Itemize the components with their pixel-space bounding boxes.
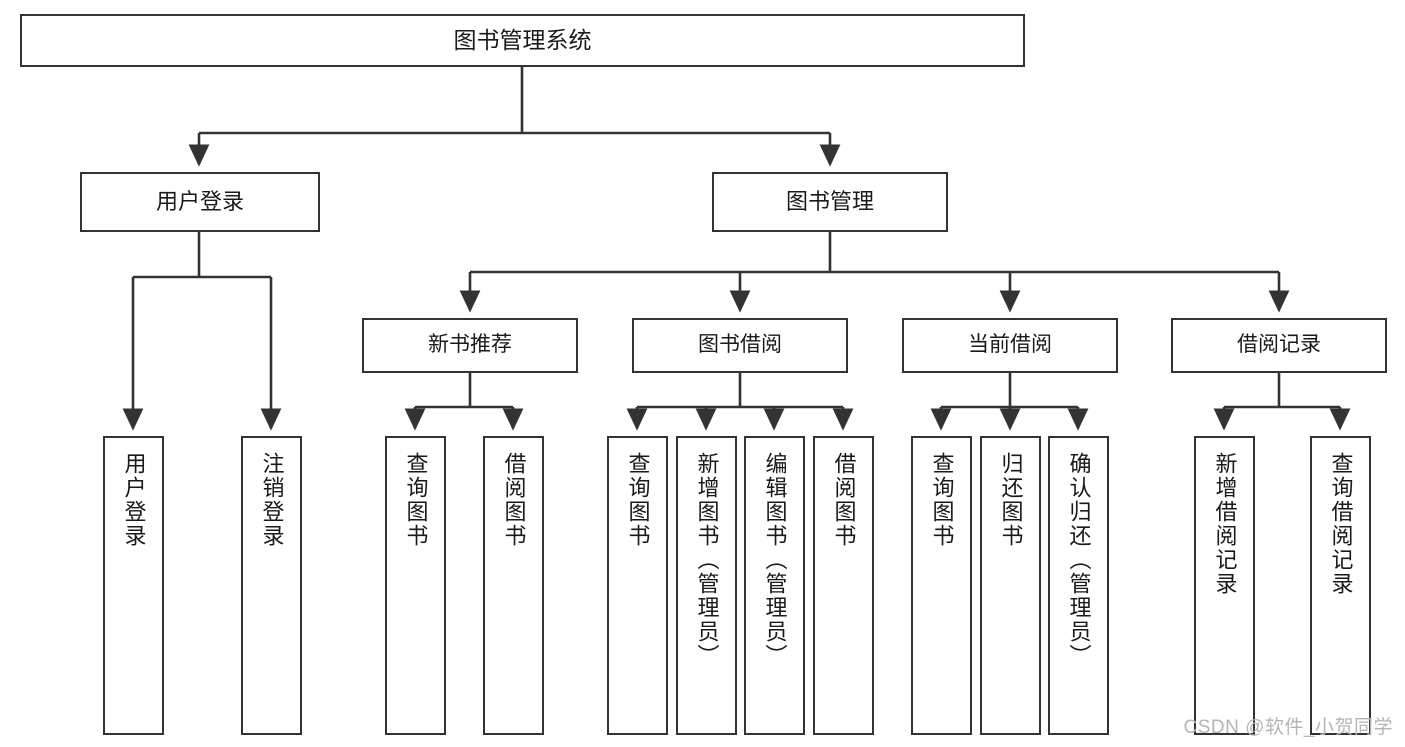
node-leaf-user-login-label: 用户登录 [121,452,147,548]
node-book-borrow-label: 图书借阅 [698,333,782,357]
node-user-login[interactable]: 用户登录 [80,172,320,232]
node-leaf-query-book-2[interactable]: 查询图书 [607,436,668,735]
node-leaf-borrow-book-2[interactable]: 借阅图书 [813,436,874,735]
node-new-book-recommend-label: 新书推荐 [428,333,512,357]
node-book-borrow[interactable]: 图书借阅 [632,318,848,373]
node-leaf-borrow-book-1-label: 借阅图书 [501,452,527,548]
node-borrow-record-label: 借阅记录 [1237,333,1321,357]
node-leaf-query-book-3-label: 查询图书 [929,452,955,548]
node-leaf-borrow-book-1[interactable]: 借阅图书 [483,436,544,735]
node-root-label: 图书管理系统 [453,27,592,54]
node-root-book-management-system[interactable]: 图书管理系统 [20,14,1025,67]
csdn-watermark: CSDN @软件_小贺同学 [1183,717,1393,738]
node-current-borrow[interactable]: 当前借阅 [902,318,1118,373]
node-leaf-query-record[interactable]: 查询借阅记录 [1310,436,1371,735]
node-leaf-query-book-1-label: 查询图书 [403,452,429,548]
node-leaf-add-book[interactable]: 新增图书（管理员） [676,436,737,735]
node-leaf-logout[interactable]: 注销登录 [241,436,302,735]
node-leaf-query-book-1[interactable]: 查询图书 [385,436,446,735]
node-leaf-query-book-2-label: 查询图书 [625,452,651,548]
node-leaf-confirm-return-label: 确认归还（管理员） [1066,452,1092,668]
node-book-management[interactable]: 图书管理 [712,172,948,232]
node-leaf-return-book[interactable]: 归还图书 [980,436,1041,735]
node-current-borrow-label: 当前借阅 [968,333,1052,357]
node-leaf-return-book-label: 归还图书 [998,452,1024,548]
node-borrow-record[interactable]: 借阅记录 [1171,318,1387,373]
node-user-login-label: 用户登录 [155,189,244,215]
node-leaf-confirm-return[interactable]: 确认归还（管理员） [1048,436,1109,735]
node-leaf-query-book-3[interactable]: 查询图书 [911,436,972,735]
node-leaf-add-record-label: 新增借阅记录 [1212,452,1238,596]
node-book-management-label: 图书管理 [785,189,874,215]
node-leaf-edit-book-label: 编辑图书（管理员） [762,452,788,668]
node-leaf-add-record[interactable]: 新增借阅记录 [1194,436,1255,735]
node-leaf-query-record-label: 查询借阅记录 [1328,452,1354,596]
node-leaf-logout-label: 注销登录 [259,452,285,548]
node-leaf-user-login[interactable]: 用户登录 [103,436,164,735]
node-leaf-add-book-label: 新增图书（管理员） [694,452,720,668]
node-new-book-recommend[interactable]: 新书推荐 [362,318,578,373]
node-leaf-borrow-book-2-label: 借阅图书 [831,452,857,548]
node-leaf-edit-book[interactable]: 编辑图书（管理员） [744,436,805,735]
